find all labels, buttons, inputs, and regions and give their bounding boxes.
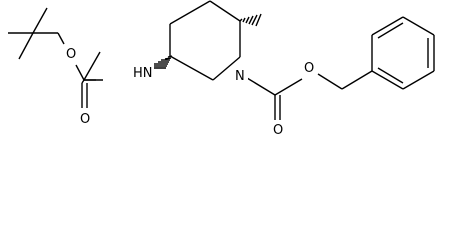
atom-o-boc-ether: O [64, 44, 78, 62]
svg-text:O: O [273, 123, 283, 136]
cbz-carbamate [246, 70, 373, 121]
atom-o-boc-carbonyl: O [78, 108, 92, 127]
atom-o-cbz-carbonyl: O [271, 120, 285, 136]
atom-o-cbz-ether: O [302, 59, 316, 77]
molecule-structure: O O HN N O O [8, 0, 435, 136]
atom-n-ring: N [232, 66, 248, 86]
methyl-hashed-wedge [239, 13, 262, 27]
svg-text:O: O [80, 112, 90, 127]
svg-text:HN: HN [133, 66, 153, 81]
atom-nh: HN [132, 64, 154, 82]
piperidine-ring [169, 0, 241, 81]
svg-text:O: O [66, 47, 76, 62]
svg-text:N: N [235, 69, 245, 84]
boc-carbamate [57, 32, 103, 110]
benzene-ring [371, 16, 435, 90]
svg-text:O: O [304, 61, 314, 76]
tert-butyl-group [8, 7, 58, 60]
